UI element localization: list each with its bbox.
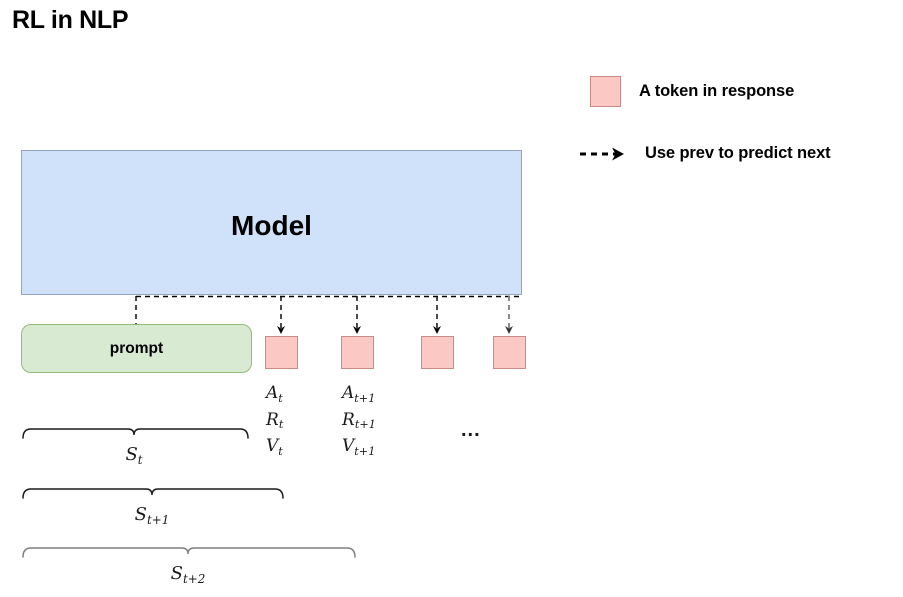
legend-item-token-label: A token in response [639, 82, 795, 100]
dashed-arrow-right-icon [580, 147, 624, 160]
reward-symbol-t-plus-1: Rt+1 [342, 409, 376, 432]
action-symbol-t: At [266, 383, 283, 405]
response-token-4 [493, 336, 526, 369]
prompt-box: prompt [21, 324, 252, 373]
brace-state-t-plus-2 [22, 547, 356, 558]
state-label-t-plus-1: St+1 [134, 504, 170, 527]
math-ellipsis: ... [461, 419, 481, 441]
action-symbol-t-plus-1: At+1 [342, 383, 376, 405]
model-box: Model [21, 150, 522, 295]
diagram-canvas: Model prompt At Rt Vt At+1 Rt+1 Vt+1 ... [21, 150, 526, 586]
math-column-t-plus-1: At+1 Rt+1 Vt+1 [342, 381, 376, 461]
legend-item-arrow: Use prev to predict next [578, 144, 831, 163]
diagram-wires [22, 295, 522, 558]
model-label: Model [231, 210, 312, 241]
page-title: RL in NLP [12, 6, 129, 34]
response-token-1 [265, 336, 298, 369]
pink-square-swatch-icon [590, 76, 621, 107]
state-label-t: St [125, 444, 143, 467]
reward-symbol-t: Rt [266, 409, 284, 432]
legend-item-arrow-label: Use prev to predict next [645, 144, 831, 162]
legend-item-token: A token in response [590, 76, 794, 107]
value-symbol-t-plus-1: Vt+1 [342, 436, 376, 458]
response-token-2 [341, 336, 374, 369]
brace-state-t [22, 428, 249, 439]
response-token-3 [421, 336, 454, 369]
prompt-label: prompt [109, 340, 164, 357]
state-label-t-plus-2: St+2 [170, 563, 206, 586]
math-column-t: At Rt Vt [266, 381, 283, 461]
brace-state-t-plus-1 [22, 488, 284, 499]
value-symbol-t: Vt [266, 436, 283, 458]
